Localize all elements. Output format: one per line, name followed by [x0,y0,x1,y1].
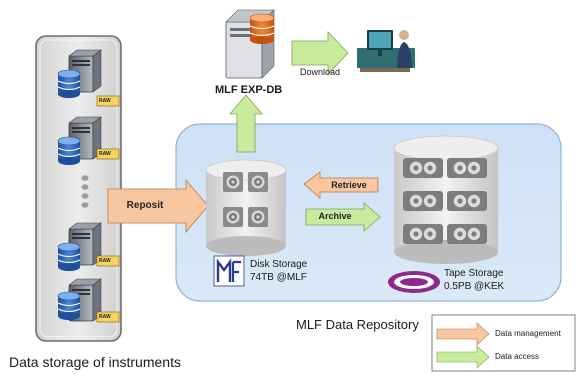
legend-management-label: Data management [495,329,561,338]
raw-file-icon [96,255,120,267]
reposit-label: Reposit [126,200,164,211]
kek-logo [388,271,440,293]
jparc-mlf-logo [213,255,245,287]
retrieve-label: Retrieve [331,180,367,190]
disk-capacity-label: 74TB @MLF [250,272,307,283]
instrument-server-3 [57,222,120,272]
archive-arrow [305,202,381,232]
tape-capacity-label: 0.5PB @KEK [444,281,505,292]
disk-storage-label: Disk Storage [250,259,308,270]
tape-storage-cylinder [393,135,499,264]
legend-access-label: Data access [495,352,540,361]
raw-label: RAW [99,314,111,320]
download-label: Download [300,67,341,77]
raw-label: RAW [99,151,111,157]
user-computer-icon [357,30,415,72]
instrument-server-1 [57,49,120,107]
raw-label: RAW [99,258,111,264]
ellipsis-dots [81,175,89,208]
tape-storage-label: Tape Storage [444,268,504,279]
raw-file-icon [96,95,120,107]
reposit-arrow [107,178,209,234]
expdb-server-icon [225,9,275,79]
instrument-server-4 [57,278,120,323]
instruments-caption: Data storage of instruments [9,354,181,370]
legend [431,314,576,372]
legend-access-swatch [436,345,490,369]
legend-management-swatch [436,322,490,346]
archive-label: Archive [318,211,352,221]
raw-label: RAW [99,98,111,104]
repository-label: MLF Data Repository [296,317,419,332]
expdb-label: MLF EXP-DB [215,84,283,96]
download-arrow [291,31,349,75]
raw-file-icon [96,148,120,160]
raw-file-icon [96,311,120,323]
retrieve-arrow [303,171,379,199]
disk-storage-cylinder [205,159,287,256]
instrument-server-2 [57,116,120,166]
access-up-arrow [229,94,263,153]
